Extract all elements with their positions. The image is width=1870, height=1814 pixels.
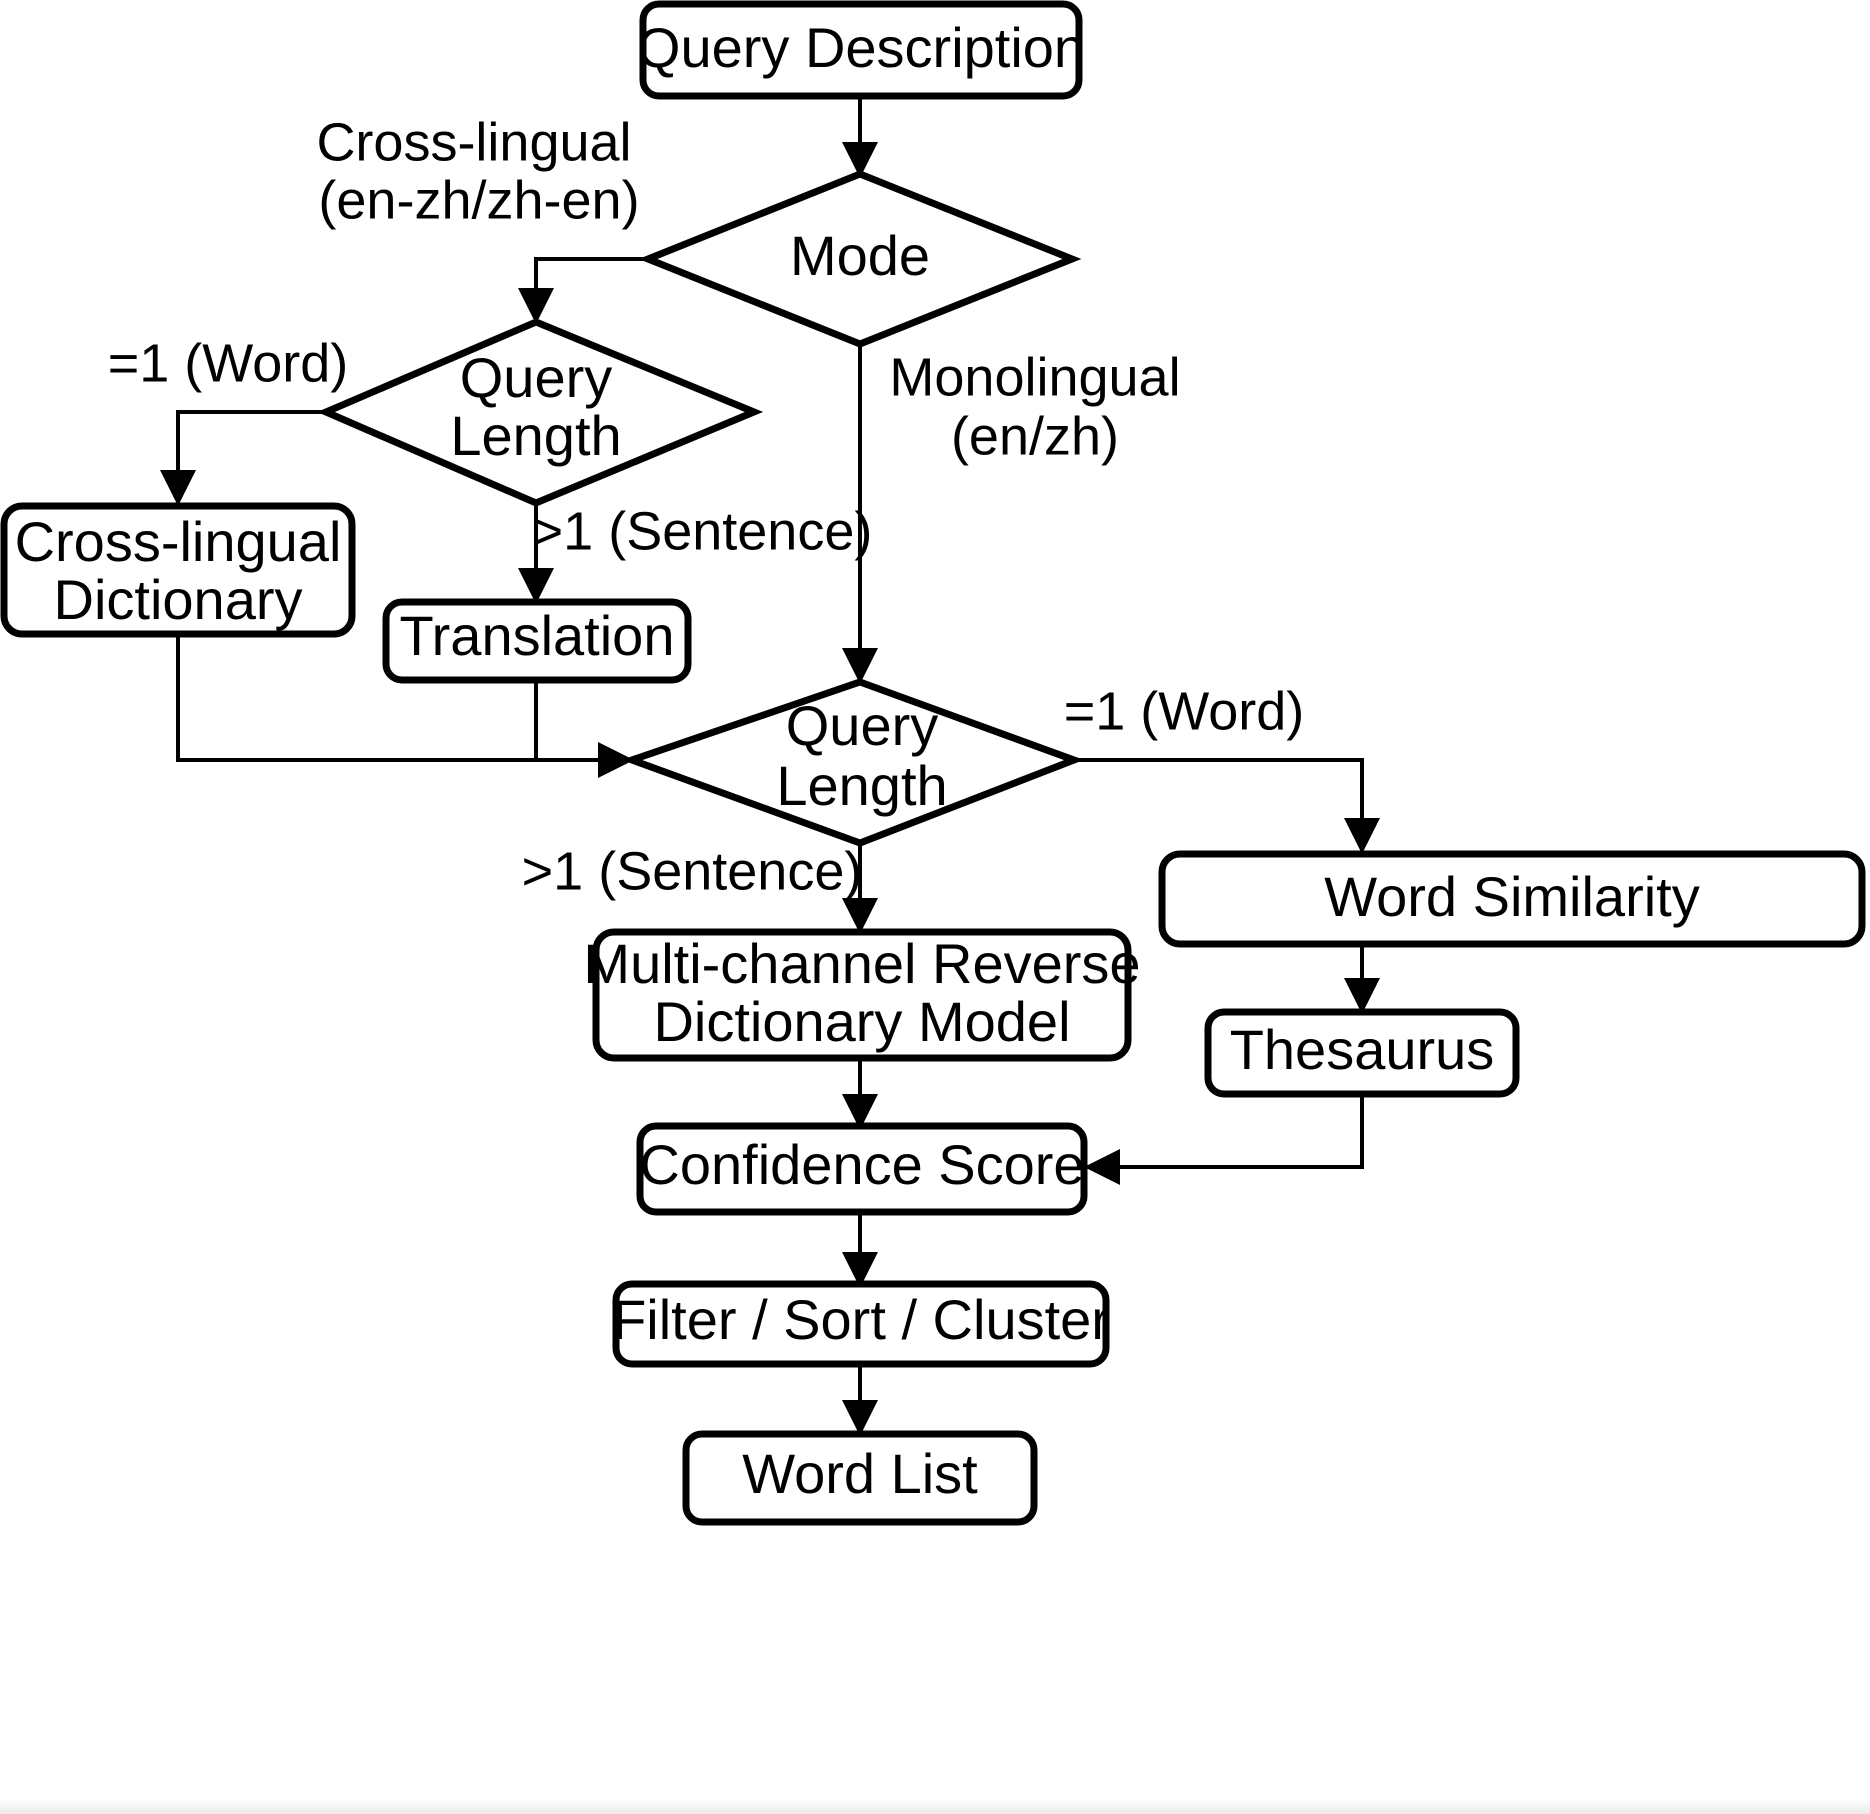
node-translation[interactable]: Translation: [382, 598, 692, 684]
query-description-label: Query Description: [637, 16, 1085, 79]
cross-lingual-dictionary-label-line1: Cross-lingual: [15, 510, 342, 573]
edge-query-length-2-to-word-similarity: [1078, 758, 1380, 854]
query-length-1-label-line2: Length: [450, 404, 621, 467]
query-description-box[interactable]: [639, 0, 1083, 100]
edge-cross-lingual-dictionary-to-query-length-2: [176, 634, 634, 778]
mode-diamond[interactable]: [638, 170, 1082, 348]
multi-channel-model-box[interactable]: [592, 928, 1132, 1062]
node-filter-sort-cluster[interactable]: Filter / Sort / Cluster: [612, 1280, 1110, 1368]
node-multi-channel-reverse-dictionary-model[interactable]: Multi-channel Reverse Dictionary Model: [583, 928, 1141, 1062]
query-length-2-label-line1: Query: [786, 694, 939, 757]
query-length-1-diamond[interactable]: [317, 318, 764, 507]
node-word-similarity[interactable]: Word Similarity: [1158, 850, 1866, 948]
edge-label-monolingual-line1: Monolingual: [889, 347, 1180, 407]
multi-channel-model-label-line2: Dictionary Model: [653, 990, 1070, 1053]
query-length-1-label-line1: Query: [460, 346, 613, 409]
filter-sort-cluster-label: Filter / Sort / Cluster: [612, 1288, 1110, 1351]
node-cross-lingual-dictionary[interactable]: Cross-lingual Dictionary: [0, 502, 356, 638]
edge-label-cross-lingual-line2: (en-zh/zh-en): [318, 170, 639, 230]
edge-mode-to-query-length-1: [518, 257, 652, 324]
edge-label-sentence-bottom: >1 (Sentence): [522, 841, 863, 901]
confidence-score-label: Confidence Score: [639, 1133, 1084, 1196]
edge-label-monolingual-line2: (en/zh): [951, 406, 1119, 466]
node-mode[interactable]: Mode: [638, 170, 1082, 348]
thesaurus-box[interactable]: [1204, 1008, 1520, 1098]
thesaurus-label: Thesaurus: [1230, 1018, 1495, 1081]
word-similarity-box[interactable]: [1158, 850, 1866, 948]
node-query-length-2[interactable]: Query Length: [621, 678, 1084, 847]
edge-query-length-1-to-cross-lingual-dictionary: [160, 410, 330, 506]
word-list-box[interactable]: [682, 1430, 1038, 1526]
multi-channel-model-label-line1: Multi-channel Reverse: [583, 932, 1140, 995]
node-word-list[interactable]: Word List: [682, 1430, 1038, 1526]
filter-sort-cluster-box[interactable]: [612, 1280, 1110, 1368]
node-query-description[interactable]: Query Description: [637, 0, 1085, 100]
edge-thesaurus-to-confidence-score: [1084, 1093, 1364, 1185]
confidence-score-box[interactable]: [636, 1122, 1088, 1216]
translation-box[interactable]: [382, 598, 692, 684]
query-length-2-diamond[interactable]: [621, 678, 1084, 847]
translation-label: Translation: [400, 604, 675, 667]
word-similarity-label: Word Similarity: [1324, 865, 1699, 928]
edge-label-cross-lingual-line1: Cross-lingual: [316, 112, 631, 172]
edge-label-word-left: =1 (Word): [108, 333, 349, 393]
edge-label-sentence-left: >1 (Sentence): [532, 501, 873, 561]
edge-label-word-right: =1 (Word): [1064, 681, 1305, 741]
word-list-label: Word List: [742, 1442, 978, 1505]
node-query-length-1[interactable]: Query Length: [317, 318, 764, 507]
node-thesaurus[interactable]: Thesaurus: [1204, 1008, 1520, 1098]
cross-lingual-dictionary-label-line2: Dictionary: [54, 568, 303, 631]
query-length-2-label-line2: Length: [776, 754, 947, 817]
node-confidence-score[interactable]: Confidence Score: [636, 1122, 1088, 1216]
mode-label: Mode: [790, 224, 930, 287]
cross-lingual-dictionary-box[interactable]: [0, 502, 356, 638]
